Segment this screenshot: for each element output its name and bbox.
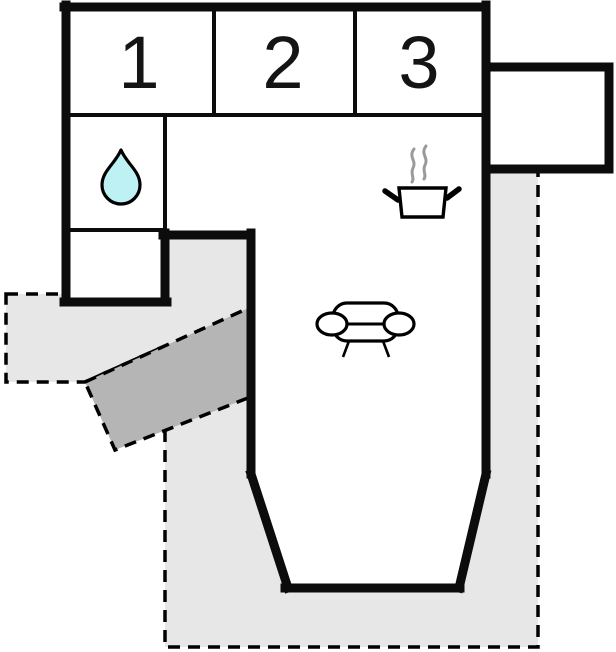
entrance-room bbox=[70, 232, 161, 298]
room-1-label: 1 bbox=[118, 21, 159, 104]
room-2-label: 2 bbox=[262, 21, 303, 104]
room-3 bbox=[357, 11, 482, 111]
cooking-pot-icon bbox=[382, 144, 462, 219]
driveway-strip bbox=[82, 303, 255, 453]
water-drop-icon bbox=[100, 148, 142, 206]
room-2 bbox=[216, 11, 353, 111]
sofa-icon bbox=[315, 301, 416, 358]
room-3-label: 3 bbox=[398, 21, 439, 104]
building bbox=[59, 0, 614, 594]
interior-walls bbox=[64, 5, 484, 232]
exterior-walls bbox=[59, 0, 614, 594]
steam-icon bbox=[410, 144, 428, 184]
annex-room bbox=[490, 71, 605, 165]
room-1 bbox=[70, 11, 210, 111]
